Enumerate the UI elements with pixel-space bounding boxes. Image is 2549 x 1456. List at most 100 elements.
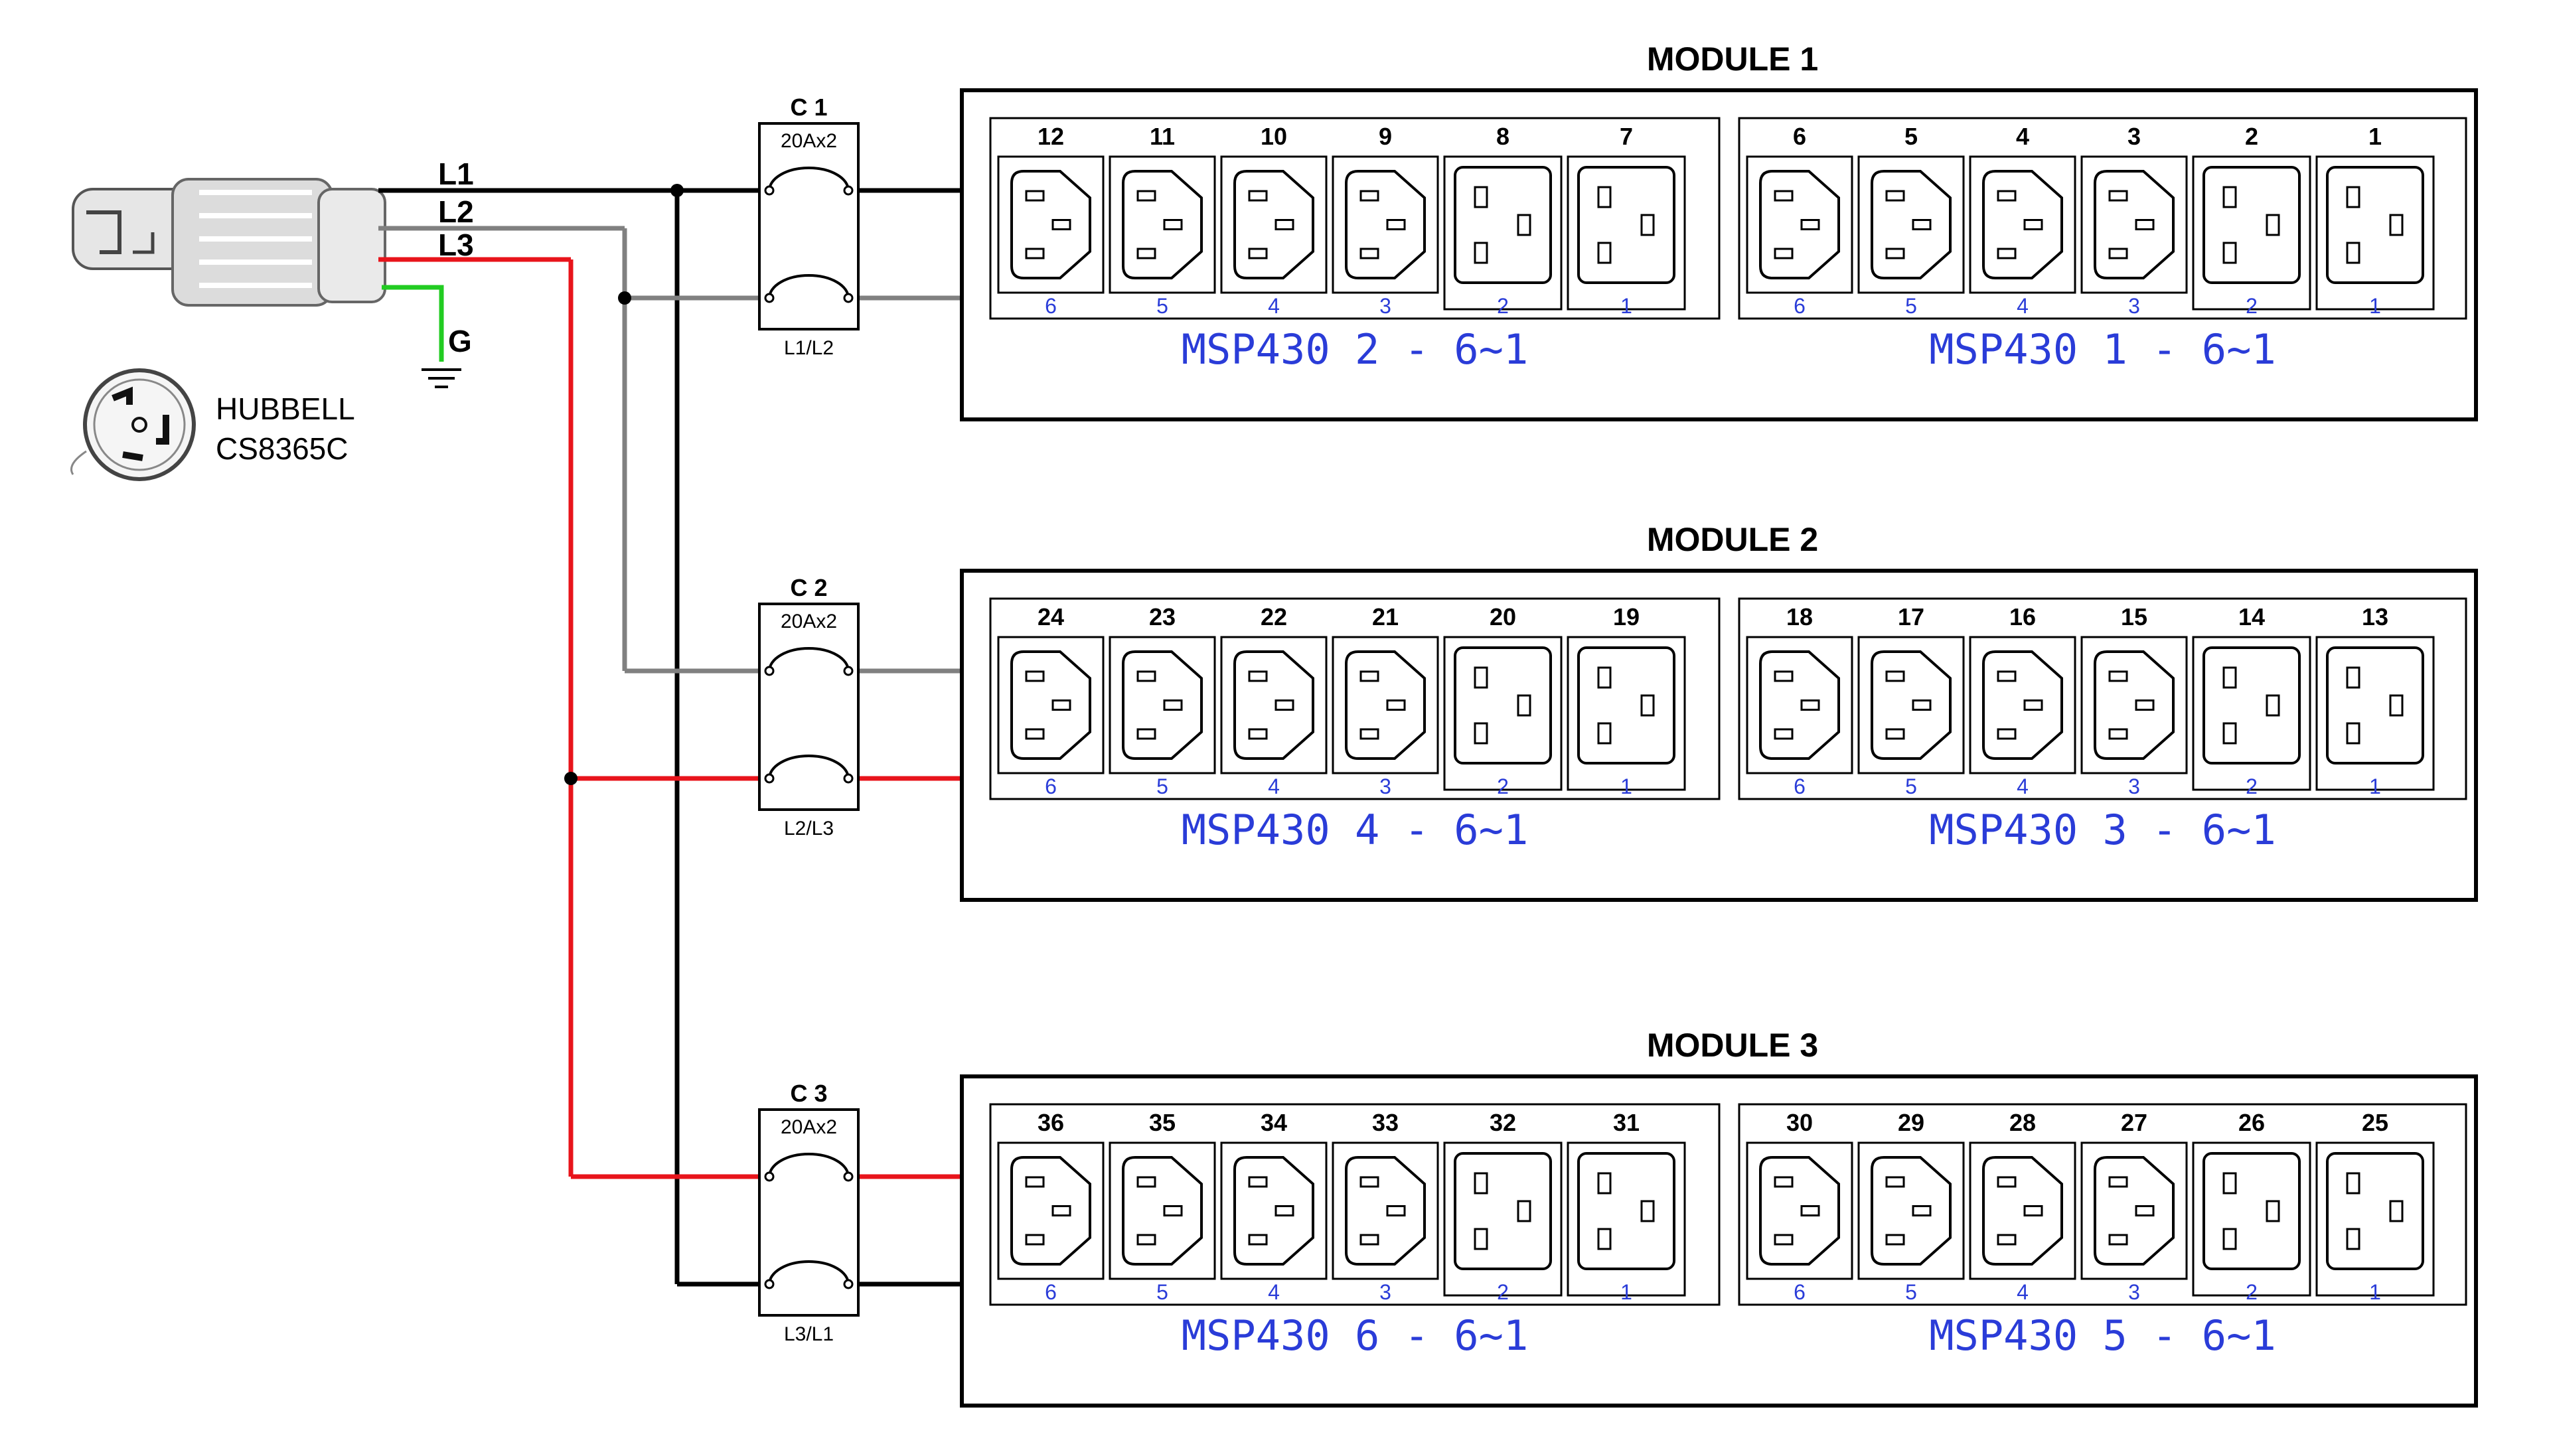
outlet-number: 35 [1149, 1109, 1176, 1136]
c13-socket-icon [1345, 650, 1426, 760]
socket-pin [1800, 219, 1820, 230]
outlet-frame [1443, 155, 1563, 311]
socket-pin [1640, 214, 1655, 236]
outlet-c13: 115 [1109, 123, 1216, 318]
socket-pin [1997, 728, 2017, 740]
c19-socket-icon [2202, 1152, 2301, 1270]
socket-pin [1248, 190, 1268, 202]
socket-pin [1997, 1176, 2017, 1188]
outlet-sub-number: 3 [1379, 294, 1391, 318]
outlet-c19: 82 [1443, 123, 1563, 318]
outlet-sub-number: 2 [2246, 1280, 2258, 1304]
c19-socket-icon [2326, 646, 2424, 764]
breaker-terminal [764, 185, 775, 196]
socket-pin [2108, 670, 2128, 682]
socket-pin [1359, 248, 1379, 259]
outlet-c13: 366 [997, 1109, 1105, 1304]
breaker-rating: 20Ax2 [781, 130, 837, 152]
breaker-phases: L1/L2 [784, 337, 834, 359]
socket-pin [1136, 248, 1156, 259]
outlet-sub-number: 1 [1620, 1280, 1632, 1304]
outlet-frame [2192, 1141, 2311, 1297]
c13-socket-icon [2094, 650, 2175, 760]
socket-pin [2346, 722, 2360, 745]
outlet-number: 9 [1379, 123, 1392, 150]
outlet-number: 26 [2238, 1109, 2265, 1136]
socket-pin [2222, 666, 2237, 689]
outlet-sub-number: 2 [1497, 774, 1509, 798]
outlet-frame [1332, 155, 1439, 294]
outlet-frame [1567, 636, 1686, 791]
outlet-number: 13 [2362, 603, 2388, 630]
socket-pin [1517, 1200, 1531, 1222]
outlet-frame [1746, 1141, 1853, 1280]
outlet-frame [2080, 1141, 2188, 1280]
pdu-label: MSP430 5 - 6~1 [1929, 1311, 2276, 1360]
socket-pin [2108, 1234, 2128, 1246]
wire-label-l2: L2 [438, 194, 474, 229]
outlet-frame [1332, 636, 1439, 774]
outlet-sub-number: 3 [2128, 774, 2140, 798]
outlet-sub-number: 3 [2128, 1280, 2140, 1304]
c13-socket-icon [2094, 170, 2175, 279]
breaker-contact-icon [768, 647, 850, 672]
socket-pin [1386, 219, 1406, 230]
outlet-number: 1 [2368, 123, 2382, 150]
socket-pin [1274, 1205, 1294, 1216]
breaker-rating: 20Ax2 [781, 611, 837, 632]
breaker-body [758, 603, 860, 811]
breaker-name: C 3 [790, 1080, 827, 1107]
c13-socket-icon [1982, 650, 2063, 760]
socket-pin [2266, 214, 2280, 236]
plug-face-icon [70, 368, 196, 481]
wire-label-l1: L1 [438, 157, 474, 191]
socket-pin [1474, 186, 1488, 208]
outlet-c13: 333 [1332, 1109, 1439, 1304]
outlet-frame [1443, 1141, 1563, 1297]
socket-pin [1912, 1205, 1932, 1216]
pdu-label: MSP430 2 - 6~1 [1182, 325, 1529, 374]
socket-pin [2108, 190, 2128, 202]
outlet-sub-number: 1 [1620, 774, 1632, 798]
breaker-name: C 2 [790, 574, 827, 601]
outlet-sub-number: 6 [1794, 1280, 1806, 1304]
outlet-frame [2080, 636, 2188, 774]
socket-pin [1025, 190, 1045, 202]
outlet-sub-number: 5 [1905, 1280, 1917, 1304]
socket-pin [1136, 190, 1156, 202]
pdu-label: MSP430 1 - 6~1 [1929, 325, 2276, 374]
socket-pin [1800, 1205, 1820, 1216]
breaker-contact-icon [768, 274, 850, 299]
socket-pin [1359, 728, 1379, 740]
c19-socket-icon [2326, 166, 2424, 284]
plug-model-label: CS8365C [216, 431, 348, 466]
outlet-sub-number: 6 [1045, 1280, 1057, 1304]
c13-socket-icon [1759, 650, 1840, 760]
socket-pin [1517, 694, 1531, 717]
outlet-sub-number: 1 [2369, 774, 2381, 798]
c13-socket-icon [1982, 170, 2063, 279]
socket-pin [2222, 1228, 2237, 1250]
outlet-number: 14 [2238, 603, 2265, 630]
ground-label: G [448, 324, 472, 358]
outlet-sub-number: 1 [2369, 294, 2381, 318]
socket-pin [2108, 1176, 2128, 1188]
socket-pin [2389, 214, 2404, 236]
socket-pin [1136, 1234, 1156, 1246]
outlet-c13: 284 [1969, 1109, 2076, 1304]
socket-pin [1274, 699, 1294, 711]
outlet-c13: 213 [1332, 603, 1439, 798]
breaker-terminal [764, 1279, 775, 1289]
c19-socket-icon [1577, 646, 1675, 764]
outlet-number: 21 [1372, 603, 1399, 630]
outlet-frame [2192, 636, 2311, 791]
socket-pin [2222, 186, 2237, 208]
socket-pin [1517, 214, 1531, 236]
c13-socket-icon [1871, 170, 1952, 279]
socket-pin [1885, 670, 1905, 682]
outlet-number: 25 [2362, 1109, 2388, 1136]
outlet-sub-number: 4 [2017, 1280, 2029, 1304]
